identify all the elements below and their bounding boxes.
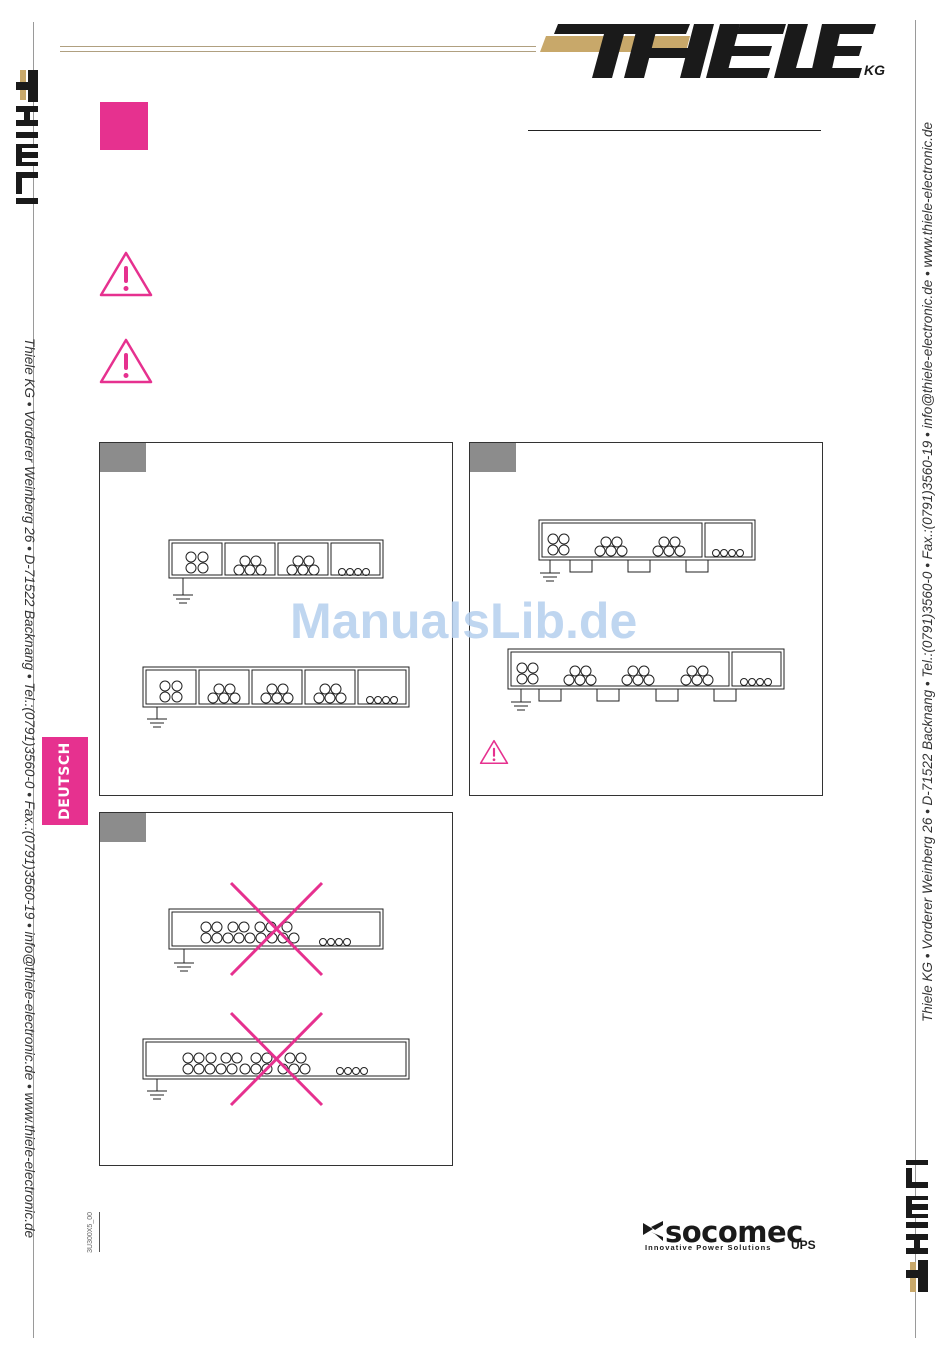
brand-suffix: KG: [864, 62, 885, 78]
thiele-logo-small-right: [904, 1158, 934, 1294]
socomec-tagline: Innovative Power Solutions: [645, 1243, 772, 1252]
section-marker: [100, 102, 148, 150]
watermark: ManualsLib.de: [290, 593, 638, 649]
right-margin-line: [915, 20, 916, 1338]
header-rule: [60, 46, 536, 52]
diagram-panel-correct-multiple: [469, 442, 823, 796]
socomec-brand: socomec: [665, 1215, 803, 1249]
language-tab-deutsch[interactable]: DEUTSCH: [42, 737, 88, 825]
thiele-logo-small-left: [14, 68, 44, 208]
panel-tab: [100, 813, 146, 842]
cable-tray-diagram-1: [142, 539, 410, 728]
cable-tray-diagram-2: [507, 519, 785, 711]
footer-divider: [99, 1212, 100, 1252]
document-code: 3U300X5_00: [87, 1212, 97, 1253]
left-margin-line: [33, 22, 34, 1338]
contact-line-left: Thiele KG • Vorderer Weinberg 26 • D-715…: [22, 338, 37, 1239]
language-tab-label: DEUTSCH: [57, 742, 73, 820]
cable-tray-diagram-3: [142, 881, 410, 1107]
diagram-panel-incorrect: [99, 812, 453, 1166]
socomec-logo: socomec Innovative Power Solutions UPS: [643, 1215, 825, 1257]
warning-triangle-icon: [98, 337, 154, 390]
panel-tab: [100, 443, 146, 472]
title-underline: [528, 130, 821, 131]
thiele-logo: KG: [540, 20, 890, 82]
document-code-text: 3U300X5_00: [87, 1212, 94, 1253]
warning-triangle-icon: [98, 250, 154, 303]
contact-line-right: Thiele KG • Vorderer Weinberg 26 • D-715…: [920, 121, 935, 1022]
socomec-mark-icon: [643, 1221, 663, 1241]
socomec-product: UPS: [791, 1238, 816, 1252]
panel-tab: [470, 443, 516, 472]
diagram-panel-correct-single: [99, 442, 453, 796]
